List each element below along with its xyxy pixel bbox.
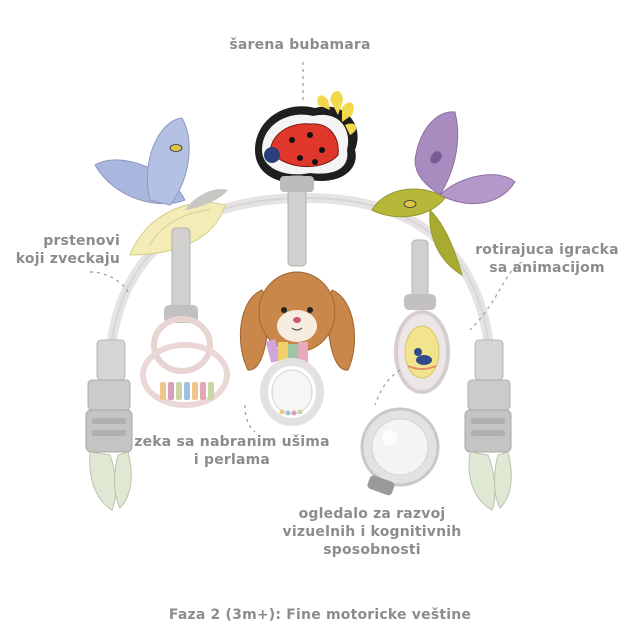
ladybug-toy xyxy=(255,91,358,183)
left-clamp xyxy=(85,339,133,511)
bunny-toy xyxy=(239,271,355,426)
label-ladybug: šarena bubamara xyxy=(229,37,371,53)
right-flower xyxy=(371,111,516,277)
label-bunny: zeka sa nabranim ušima i perlama xyxy=(134,434,330,468)
mirror-toy xyxy=(360,407,440,496)
label-mirror: ogledalo za razvoj vizuelnih i kognitivn… xyxy=(282,506,462,558)
label-rotating-toy: rotirajuca igracka sa animacijom xyxy=(475,242,619,276)
rotating-toy xyxy=(394,239,450,394)
caption: Faza 2 (3m+): Fine motoricke veštine xyxy=(168,607,472,623)
right-clamp xyxy=(464,339,512,511)
rattle-rings-toy xyxy=(140,227,230,408)
leader-lines xyxy=(89,62,523,433)
label-rattle-rings: prstenovi koji zveckaju xyxy=(15,233,120,267)
